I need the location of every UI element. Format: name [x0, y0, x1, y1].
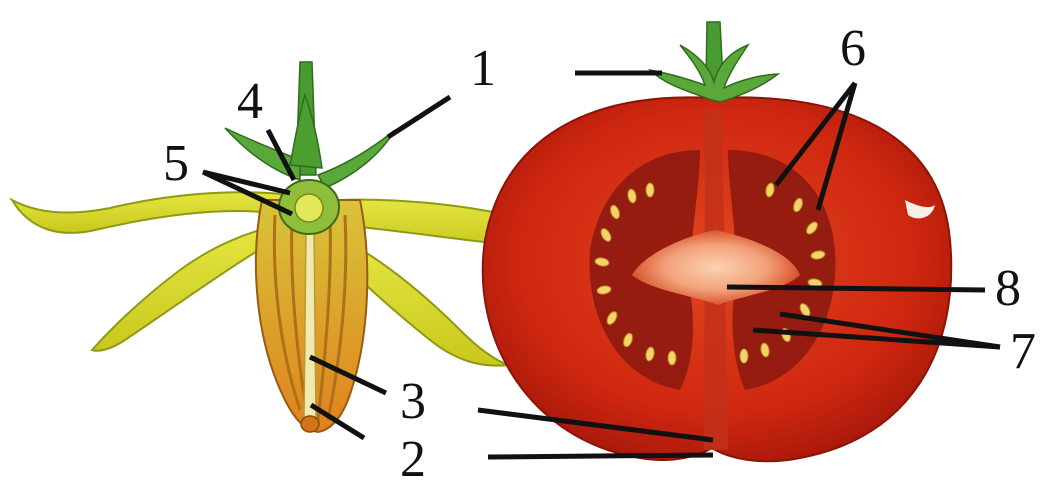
- label-4: 4: [237, 73, 263, 130]
- label-5: 5: [163, 135, 189, 192]
- seed: [740, 349, 748, 363]
- label-1: 1: [470, 40, 496, 97]
- ovule: [295, 194, 323, 222]
- stigma: [301, 416, 319, 432]
- leader-8: [727, 287, 985, 290]
- label-7: 7: [1010, 323, 1036, 380]
- label-2: 2: [400, 431, 426, 484]
- leader-1: [388, 97, 450, 137]
- leader-2-tomato: [488, 455, 713, 457]
- tomato-cross-section: [483, 22, 952, 461]
- seed: [646, 183, 654, 197]
- pistil-style: [304, 225, 316, 420]
- petal-left-upper: [12, 192, 290, 233]
- label-8: 8: [995, 260, 1021, 317]
- petal-left-lower: [92, 225, 280, 351]
- label-3: 3: [400, 373, 426, 430]
- label-6: 6: [840, 20, 866, 77]
- sepal-centre: [290, 95, 322, 168]
- sepal-right: [318, 130, 395, 188]
- seed: [668, 351, 676, 365]
